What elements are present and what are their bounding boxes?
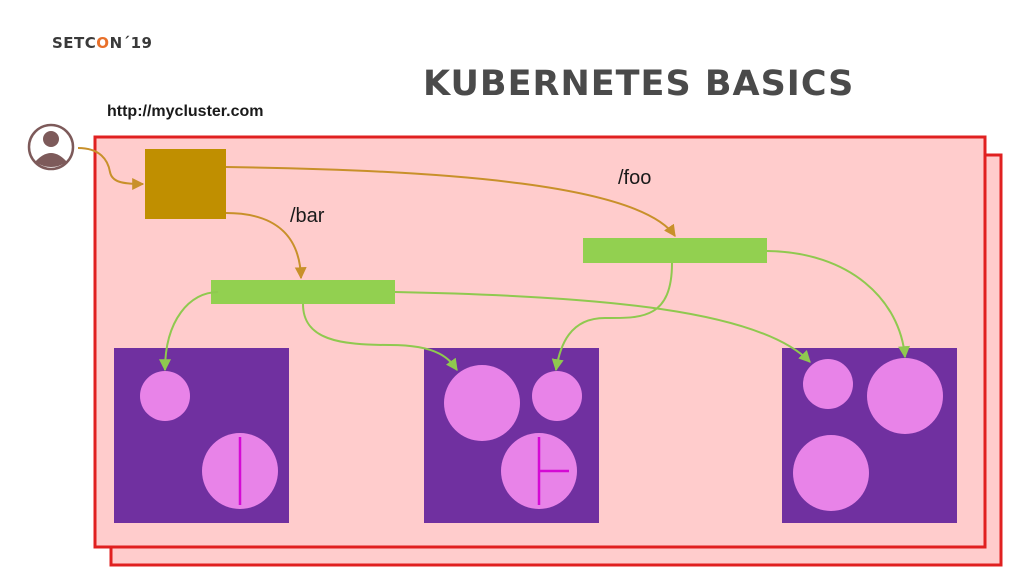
ingress-controller: [145, 149, 226, 219]
foo-to-node2-arrow: [551, 262, 673, 372]
logo-text-n: N: [109, 34, 123, 52]
pod: [140, 371, 190, 421]
slide-title: KUBERNETES BASICS: [423, 64, 855, 104]
route-label-foo: /foo: [618, 167, 652, 189]
logo-text-setc: SETC: [52, 34, 97, 52]
ingress-to-foo-arrow: [225, 166, 676, 237]
service-bar: [211, 280, 395, 304]
route-label-bar: /bar: [290, 205, 325, 227]
logo-text-year: 19: [130, 34, 153, 52]
user-icon: [27, 123, 75, 171]
user-to-ingress-arrow: [77, 147, 145, 190]
bar-to-node2-arrow: [302, 303, 458, 371]
pod: [803, 359, 853, 409]
cluster-url-label: http://mycluster.com: [107, 103, 264, 120]
pod: [867, 358, 943, 434]
service-foo: [583, 238, 767, 263]
bar-to-node1-arrow: [159, 291, 219, 372]
setcon-logo: SETCON´19: [52, 34, 153, 52]
foo-to-node3-arrow: [766, 250, 911, 359]
ingress-to-bar-arrow: [225, 212, 307, 280]
pod: [444, 365, 520, 441]
bar-to-node3-arrow: [394, 291, 811, 363]
pod: [793, 435, 869, 511]
logo-text-o: O: [96, 34, 110, 52]
pod: [532, 371, 582, 421]
